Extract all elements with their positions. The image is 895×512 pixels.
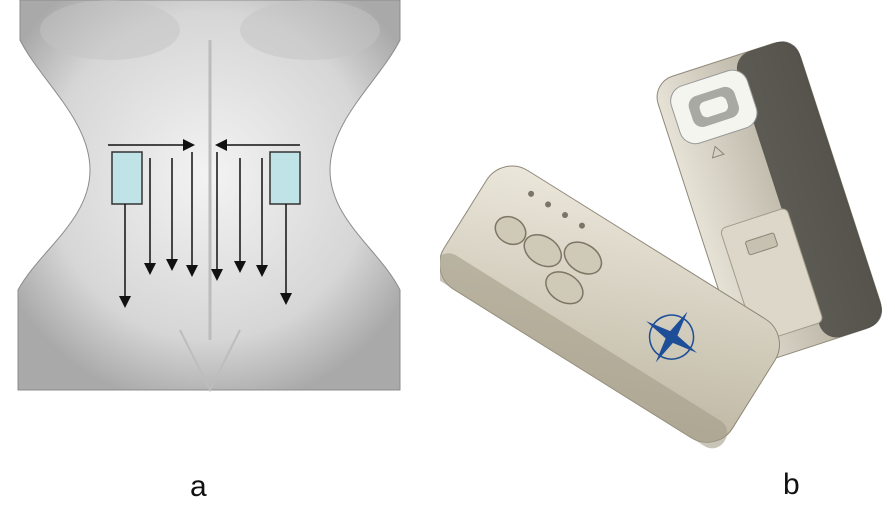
caption-b: b — [783, 468, 800, 502]
torso-figure — [0, 0, 420, 400]
device-svg — [440, 20, 895, 450]
device-figure — [440, 20, 895, 450]
electrode-pad-left — [112, 152, 142, 204]
torso-svg — [0, 0, 420, 400]
electrode-pad-right — [270, 152, 300, 204]
caption-a: a — [190, 470, 207, 504]
